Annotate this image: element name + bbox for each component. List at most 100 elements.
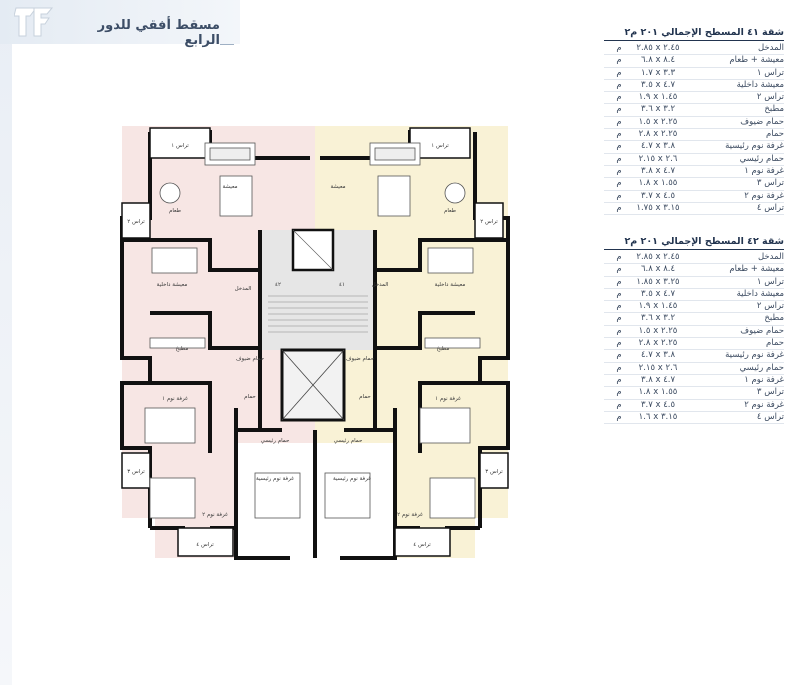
room-dimensions: ٣.٨ x ٤.٧ xyxy=(640,165,676,176)
room-unit: م xyxy=(616,350,622,361)
room-unit: م xyxy=(616,92,622,103)
label-terrace-4-left: تراس ٤ xyxy=(196,542,214,548)
label-terrace-3-right: تراس ٣ xyxy=(485,469,503,475)
label-entrance-right: المدخل xyxy=(372,282,389,288)
label-entrance-left: المدخل xyxy=(235,286,252,292)
room-unit: م xyxy=(616,325,622,336)
room-unit: م xyxy=(616,202,622,213)
room-name: تراس ٣ xyxy=(756,387,784,398)
room-unit: م xyxy=(616,67,622,78)
spec-row: تراس ١ ١.٧ x ٣.٣ م xyxy=(604,68,784,80)
room-name: تراس ١ xyxy=(756,276,784,287)
room-unit: م xyxy=(616,288,622,299)
room-dimensions: ٢.٨ x ٢.٢٥ xyxy=(638,129,678,140)
label-unit-41: ٤١ xyxy=(339,282,345,288)
room-name: تراس ٢ xyxy=(756,301,784,312)
furniture xyxy=(144,142,481,519)
label-master-bedroom-left: غرفة نوم رئيسية xyxy=(256,476,294,482)
label-bath-right: حمام xyxy=(359,394,371,400)
room-dimensions: ١.٨٥ x ٣.٢٥ xyxy=(636,276,680,287)
label-bedroom-2-left: غرفة نوم ٢ xyxy=(202,512,228,518)
label-terrace-1-right: تراس ١ xyxy=(431,143,449,149)
room-dimensions: ٣.٧ x ٤.٥ xyxy=(640,190,676,201)
terrace-3-apt-41 xyxy=(121,452,151,489)
apartment-42-title: شقة ٤٢ المسطح الإجمالي ٢٠١ م٢ xyxy=(604,236,784,250)
label-living-right: معيشة xyxy=(330,184,345,190)
room-dimensions: ١.٨ x ١.٥٥ xyxy=(638,387,678,398)
room-dimensions: ١.٦ x ٣.١٥ xyxy=(638,411,678,422)
label-dining-left: طعام xyxy=(169,208,181,214)
room-unit: م xyxy=(616,178,622,189)
spec-row: معيشة داخلية ٣.٥ x ٤.٧ م xyxy=(604,79,784,93)
label-living-left: معيشة xyxy=(222,184,237,190)
room-name: معيشة داخلية xyxy=(736,288,784,299)
room-dimensions: ٢.٨٥ x ٢.٤٥ xyxy=(636,43,680,53)
room-name: حمام xyxy=(765,338,784,349)
room-unit: م xyxy=(616,411,622,422)
label-bedroom-2-right: غرفة نوم ٢ xyxy=(397,512,423,518)
room-dimensions: ٣.٥ x ٤.٧ xyxy=(640,288,676,299)
room-name: حمام ضيوف xyxy=(740,325,784,336)
terrace-4-apt-42 xyxy=(394,527,451,557)
terrace-2-apt-41 xyxy=(121,202,151,239)
room-name: تراس ١ xyxy=(756,67,784,78)
room-dimensions: ٣.٧ x ٤.٥ xyxy=(640,399,676,410)
spec-row: معيشة داخلية ٣.٥ x ٤.٧ م xyxy=(604,288,784,302)
room-name: تراس ٢ xyxy=(756,92,784,103)
label-terrace-3-left: تراس ٣ xyxy=(127,469,145,475)
brand-logo xyxy=(14,7,54,37)
room-dimensions: ٣.٨ x ٤.٧ xyxy=(640,374,676,385)
room-unit: م xyxy=(616,55,622,66)
room-name: تراس ٣ xyxy=(756,178,784,189)
label-guest-bath-left: حمام ضيوف xyxy=(236,356,264,362)
spec-row: تراس ٣ ١.٨ x ١.٥٥ م xyxy=(604,178,784,191)
room-dimensions: ٦.٨ x ٨.٤ xyxy=(640,55,676,66)
room-name: المدخل xyxy=(757,252,784,262)
room-unit: م xyxy=(616,190,622,201)
label-bedroom-1-right: غرفة نوم ١ xyxy=(435,396,461,402)
room-name: غرفة نوم رئيسية xyxy=(725,141,784,152)
spec-row: حمام ضيوف ١.٥ x ٢.٢٥ م xyxy=(604,325,784,339)
room-dimensions: ٣.٦ x ٣.٢ xyxy=(640,313,676,324)
label-bath-left: حمام xyxy=(244,394,256,400)
room-name: تراس ٤ xyxy=(756,202,784,213)
apartment-42-spec-table: شقة ٤٢ المسطح الإجمالي ٢٠١ م٢ المدخل ٢.٨٥… xyxy=(604,236,784,425)
label-kitchen-left: مطبخ xyxy=(176,346,189,352)
room-dimensions: ١.٨ x ١.٥٥ xyxy=(638,178,678,189)
room-name: تراس ٤ xyxy=(756,411,784,422)
label-master-bath-left: حمام رئيسي xyxy=(261,438,290,444)
room-name: غرفة نوم رئيسية xyxy=(725,350,784,361)
room-unit: م xyxy=(616,276,622,287)
floor-plan: تراس ١ تراس ١ تراس ٢ تراس ٢ معيشة معيشة … xyxy=(120,126,510,560)
room-dimensions: ٢.١٥ x ٢.٦ xyxy=(638,362,678,373)
room-dimensions: ١.٥ x ٢.٢٥ xyxy=(638,325,678,336)
room-unit: م xyxy=(616,399,622,410)
room-unit: م xyxy=(616,264,622,275)
spec-row: تراس ٣ ١.٨ x ١.٥٥ م xyxy=(604,387,784,400)
room-unit: م xyxy=(616,387,622,398)
room-dimensions: ٢.٨٥ x ٢.٤٥ xyxy=(636,252,680,262)
room-dimensions: ٤.٧ x ٣.٨ xyxy=(640,350,676,361)
room-dimensions: ٤.٧ x ٣.٨ xyxy=(640,141,676,152)
spec-row: تراس ٤ ١.٦ x ٣.١٥ م xyxy=(604,411,784,425)
room-unit: م xyxy=(616,79,622,90)
room-dimensions: ١.٧ x ٣.٣ xyxy=(640,67,676,78)
room-dimensions: ٣.٥ x ٤.٧ xyxy=(640,79,676,90)
room-unit: م xyxy=(616,374,622,385)
page-title: مسقط أفقي للدور الرابع xyxy=(97,18,220,48)
room-name: معيشة داخلية xyxy=(736,79,784,90)
